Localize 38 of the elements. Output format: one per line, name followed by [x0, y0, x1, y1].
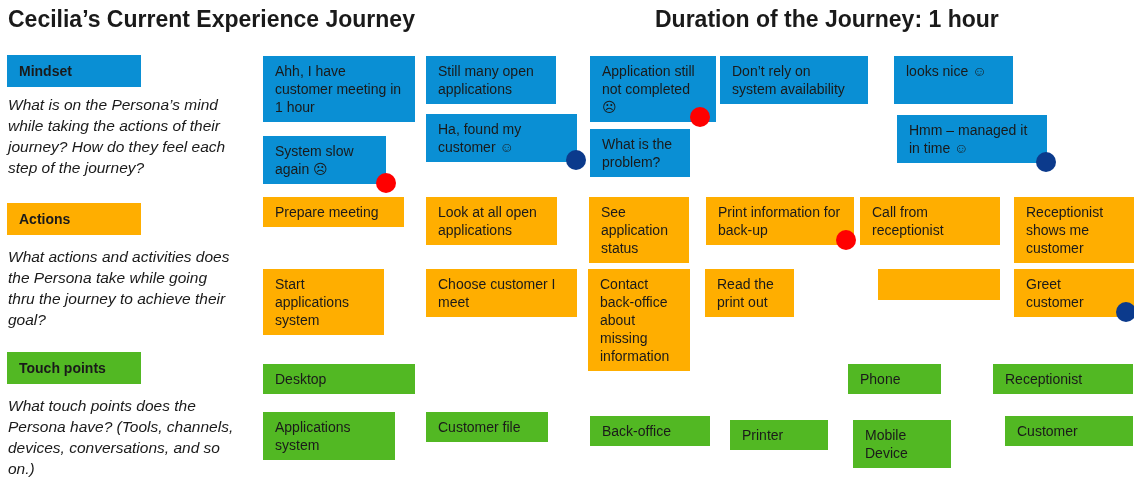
mindset-note: Ahh, I have customer meeting in 1 hour — [263, 56, 415, 122]
section-header: Touch points — [7, 352, 141, 384]
touchpoint-note: Receptionist — [993, 364, 1133, 394]
touchpoint-note: Customer — [1005, 416, 1133, 446]
touchpoint-note: Printer — [730, 420, 828, 450]
action-note: Start applications system — [263, 269, 384, 335]
action-note — [878, 269, 1000, 300]
touchpoint-note: Mobile Device — [853, 420, 951, 468]
question-text: What touch points does the Persona have? (Tools, channels, devices, conversations, and so on.) — [8, 396, 235, 479]
action-note: Choose customer I meet — [426, 269, 577, 317]
mindset-note: System slow again ☹ — [263, 136, 386, 184]
mindset-note: Still many open applications — [426, 56, 556, 104]
section-header: Mindset — [7, 55, 141, 87]
action-note: Receptionist shows me customer — [1014, 197, 1134, 263]
mindset-note: What is the problem? — [590, 129, 690, 177]
action-note: Prepare meeting — [263, 197, 404, 227]
mindset-note: looks nice ☺ — [894, 56, 1013, 104]
touchpoint-note: Applications system — [263, 412, 395, 460]
section-header: Actions — [7, 203, 141, 235]
action-note: Contact back-office about missing information — [588, 269, 690, 371]
mindset-note: Application still not completed ☹ — [590, 56, 716, 122]
touchpoint-note: Phone — [848, 364, 941, 394]
question-text: What is on the Persona’s mind while taking the actions of their journey? How do they feel each step of the journey? — [8, 95, 227, 178]
mindset-note: Ha, found my customer ☺ — [426, 114, 577, 162]
mindset-note: Don’t rely on system availability — [720, 56, 868, 104]
touchpoint-note: Desktop — [263, 364, 415, 394]
action-note: Read the print out — [705, 269, 794, 317]
mindset-note: Hmm – managed it in time ☺ — [897, 115, 1047, 163]
question-text: What actions and activities does the Persona take while going thru the journey to achieve their goal? — [8, 247, 231, 330]
title: Cecilia’s Current Experience Journey — [8, 6, 415, 33]
action-note: See application status — [589, 197, 689, 263]
duration-heading: Duration of the Journey: 1 hour — [655, 6, 999, 33]
action-note: Look at all open applications — [426, 197, 557, 245]
action-note: Call from receptionist — [860, 197, 1000, 245]
action-note: Print information for back-up — [706, 197, 854, 245]
action-note: Greet customer — [1014, 269, 1134, 317]
touchpoint-note: Back-office — [590, 416, 710, 446]
touchpoint-note: Customer file — [426, 412, 548, 442]
